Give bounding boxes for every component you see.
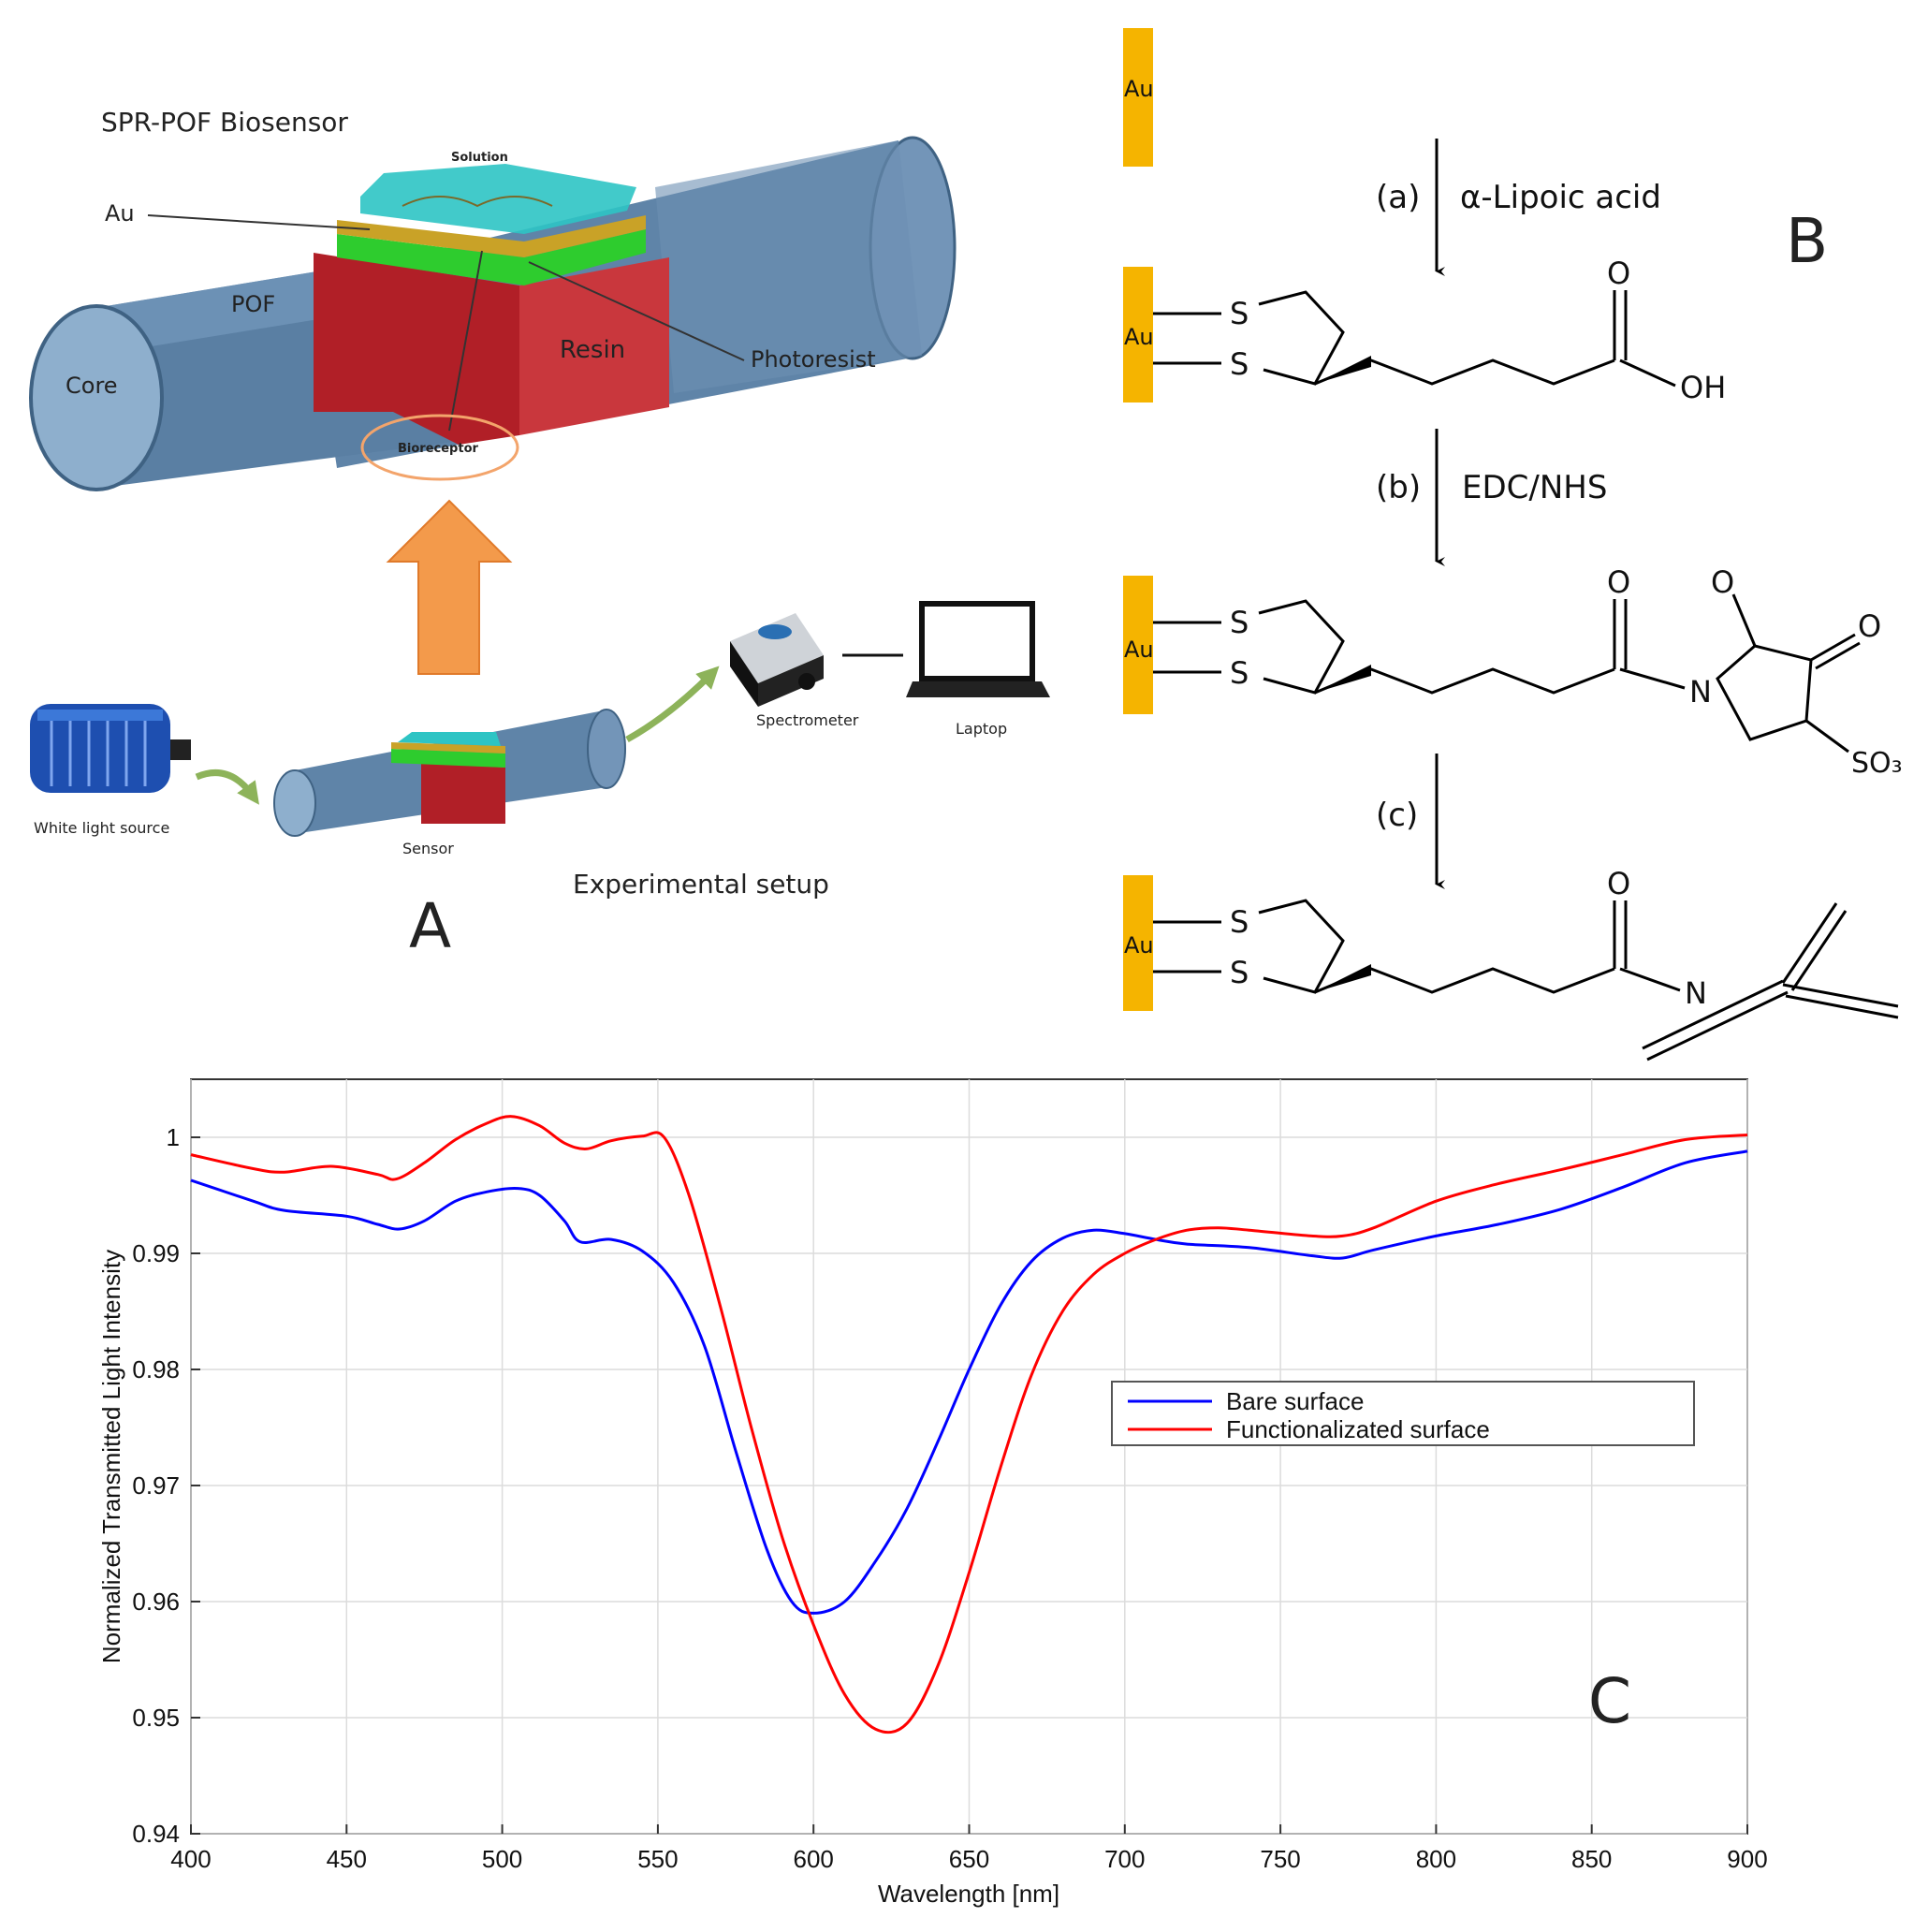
molecule-nhs-ester xyxy=(1153,593,1861,754)
series-line-functionalized-surface xyxy=(190,1115,1748,1734)
au-label-2: Au xyxy=(1124,324,1154,350)
resin-block xyxy=(314,253,669,445)
label-sensor: Sensor xyxy=(402,840,454,857)
atom-o-3: O xyxy=(1607,866,1630,901)
orange-up-arrow xyxy=(386,499,513,675)
y-tick-label: 0.98 xyxy=(132,1355,180,1383)
label-au: Au xyxy=(105,200,135,227)
atom-o-2: O xyxy=(1607,564,1630,600)
label-solution: Solution xyxy=(451,151,508,165)
step-b-label: (b) xyxy=(1376,469,1421,506)
spectrometer-icon xyxy=(730,613,824,707)
chart-series xyxy=(190,1115,1748,1734)
x-tick-label: 850 xyxy=(1571,1845,1612,1873)
y-tick-label: 0.97 xyxy=(132,1471,180,1500)
panel-b: B Au Au Au Au (a) α-Lipoic acid (b) EDC/… xyxy=(1123,28,1903,1061)
x-tick-label: 700 xyxy=(1104,1845,1145,1873)
atom-s-2a: S xyxy=(1230,605,1249,640)
x-tick-label: 400 xyxy=(170,1845,211,1873)
fiber-core-end xyxy=(29,304,164,491)
chart-ticks: 400 450 500 550 600 650 700 750 800 850 900 0.94 0.9… xyxy=(132,1123,1767,1873)
flow-arrow-1 xyxy=(195,769,259,805)
chart-legend: Bare surface Functionalizated surface xyxy=(1111,1381,1695,1446)
gold-strip-3 xyxy=(1123,576,1153,714)
legend-label-bare: Bare surface xyxy=(1226,1387,1364,1415)
x-tick-label: 650 xyxy=(949,1845,989,1873)
wedge-bond-1 xyxy=(1315,356,1371,384)
atom-n-3: N xyxy=(1685,975,1707,1011)
atom-oh-1: OH xyxy=(1680,370,1726,405)
atom-n-2: N xyxy=(1689,674,1712,710)
x-axis-label: Wavelength [nm] xyxy=(878,1880,1059,1908)
au-label-4: Au xyxy=(1124,932,1154,959)
atom-s-3b: S xyxy=(1230,955,1249,990)
x-tick-label: 600 xyxy=(794,1845,834,1873)
x-tick-label: 800 xyxy=(1416,1845,1456,1873)
wedge-bond-3 xyxy=(1315,964,1371,992)
panel-a-title: SPR-POF Biosensor xyxy=(101,107,348,138)
gold-strip-1 xyxy=(1123,28,1153,167)
x-tick-label: 750 xyxy=(1260,1845,1300,1873)
gold-strip-2 xyxy=(1123,267,1153,402)
y-tick-label: 0.96 xyxy=(132,1588,180,1616)
step-c-label: (c) xyxy=(1376,797,1418,834)
panel-c-chart: 400 450 500 550 600 650 700 750 800 850 900 0.94 0.9… xyxy=(97,1078,1768,1908)
au-label-1: Au xyxy=(1124,76,1154,102)
atom-o-1: O xyxy=(1607,256,1630,291)
step-b-reagent: EDC/NHS xyxy=(1462,469,1607,506)
atom-s-1a: S xyxy=(1230,296,1249,331)
atom-s-1b: S xyxy=(1230,346,1249,382)
label-experimental-setup: Experimental setup xyxy=(573,869,829,900)
step-a-label: (a) xyxy=(1376,179,1420,216)
panel-a-letter: A xyxy=(409,890,451,962)
au-label-3: Au xyxy=(1124,637,1154,663)
x-tick-label: 450 xyxy=(327,1845,367,1873)
label-spectrometer: Spectrometer xyxy=(756,711,859,729)
atom-s-2b: S xyxy=(1230,655,1249,691)
atom-o-2c: O xyxy=(1858,608,1881,644)
legend-label-functionalized: Functionalizated surface xyxy=(1226,1415,1490,1443)
molecule-bound-bioreceptor xyxy=(1153,899,1899,1061)
atom-s-3a: S xyxy=(1230,904,1249,940)
label-photoresist: Photoresist xyxy=(751,346,876,373)
atom-o-2b: O xyxy=(1711,564,1734,600)
label-core: Core xyxy=(66,373,118,399)
small-sensor xyxy=(273,709,626,837)
photoresist-layer xyxy=(337,229,646,285)
label-resin: Resin xyxy=(560,336,625,364)
bioreceptor-highlight xyxy=(360,414,519,481)
panel-a: SPR-POF Biosensor Au POF Core Re xyxy=(29,107,1050,962)
label-pof: POF xyxy=(231,291,275,317)
wedge-bond-2 xyxy=(1315,665,1371,693)
label-laptop: Laptop xyxy=(956,720,1007,738)
label-bioreceptor: Bioreceptor xyxy=(398,442,478,456)
label-white-light-source: White light source xyxy=(34,819,169,837)
y-tick-label: 0.95 xyxy=(132,1704,180,1732)
atom-so3-2: SO₃ xyxy=(1851,747,1903,780)
laptop-icon xyxy=(906,601,1050,697)
gold-layer xyxy=(337,215,646,257)
y-tick-label: 0.99 xyxy=(132,1239,180,1267)
x-tick-label: 900 xyxy=(1727,1845,1767,1873)
chart-grid xyxy=(190,1079,1748,1835)
y-tick-label: 1 xyxy=(167,1123,180,1151)
series-line-bare-surface xyxy=(190,1149,1748,1615)
white-light-source-icon xyxy=(30,704,191,793)
panel-b-letter: B xyxy=(1786,205,1828,277)
gold-strip-4 xyxy=(1123,875,1153,1011)
x-tick-label: 500 xyxy=(482,1845,522,1873)
step-a-reagent: α-Lipoic acid xyxy=(1460,179,1661,216)
y-tick-label: 0.94 xyxy=(132,1820,180,1848)
x-tick-label: 550 xyxy=(637,1845,678,1873)
panel-c-letter: C xyxy=(1588,1665,1631,1737)
flow-arrow-2 xyxy=(625,666,720,743)
y-axis-label: Normalized Transmitted Light Intensity xyxy=(97,1250,125,1663)
